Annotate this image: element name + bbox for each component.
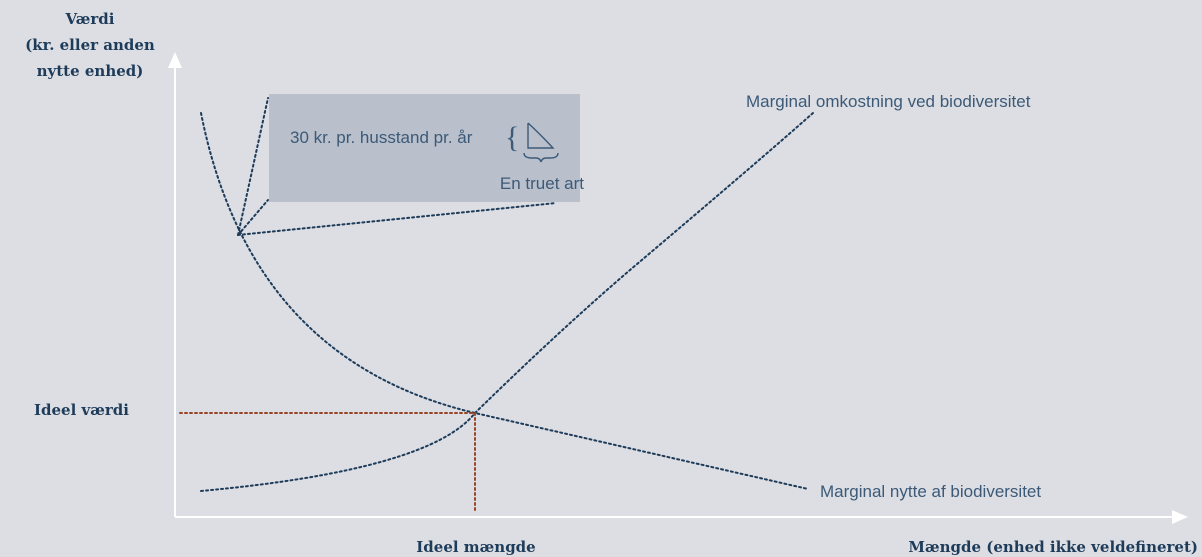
y-axis-arrow: [168, 52, 182, 68]
ideal-value-label: Ideel værdi: [34, 401, 129, 419]
tangent-line-steep: [237, 97, 269, 236]
inset-price-text: 30 kr. pr. husstand pr. år: [290, 128, 473, 147]
x-axis-arrow: [1172, 510, 1188, 524]
benefit-curve: [200, 112, 809, 490]
cost-curve: [200, 112, 814, 492]
left-brace-icon: {: [505, 121, 519, 154]
ideal-quantity-label: Ideel mængde: [416, 538, 535, 556]
small-triangle-icon: [527, 122, 555, 149]
y-axis-label-line-1: Værdi: [65, 10, 115, 28]
inset-species-text: En truet art: [500, 174, 584, 193]
x-axis-label: Mængde (enhed ikke veldefineret): [908, 538, 1198, 556]
tangent-line-short: [237, 199, 269, 236]
y-axis-label-line-3: nytte enhed): [37, 62, 144, 80]
bottom-brace-icon: [523, 152, 559, 163]
y-axis-label-line-2: (kr. eller anden: [25, 36, 155, 54]
tangent-line-main: [237, 202, 557, 236]
cost-curve-label: Marginal omkostning ved biodiversitet: [746, 92, 1031, 111]
benefit-curve-label: Marginal nytte af biodiversitet: [820, 482, 1041, 501]
